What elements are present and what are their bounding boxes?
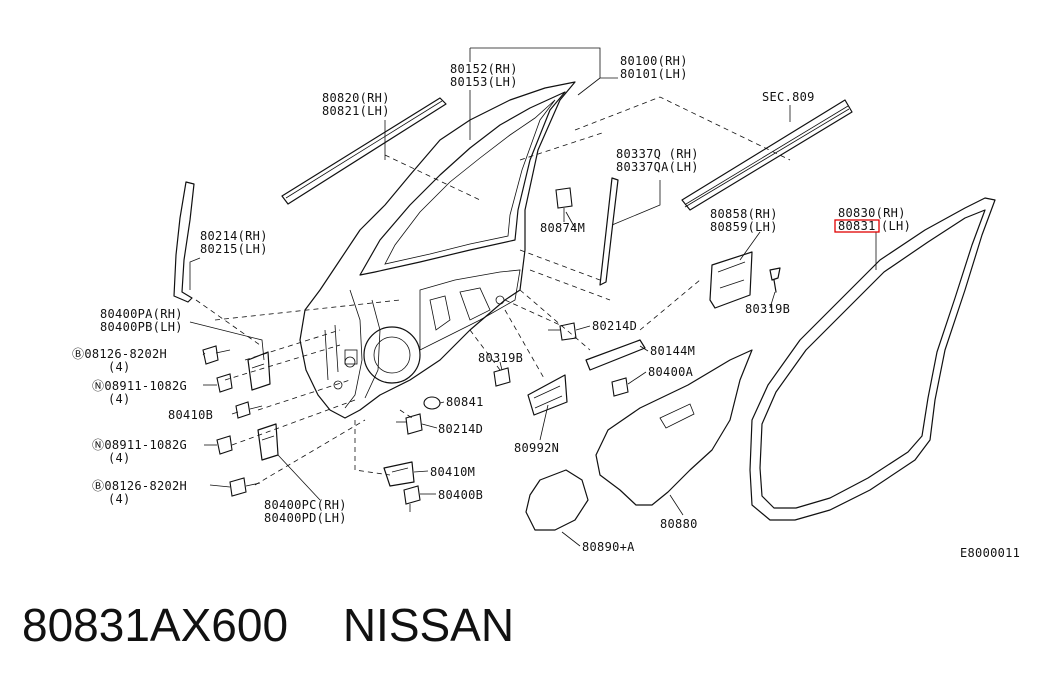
- label-80144m: 80144M: [650, 344, 695, 358]
- label-door-rh: 80100(RH): [620, 54, 688, 68]
- leader-lines: [189, 47, 877, 547]
- label-check-lh: 80859(LH): [710, 220, 778, 234]
- label-nut-1: Ⓝ08911-1082G: [92, 379, 187, 393]
- door-shell: [299, 81, 576, 419]
- label-nut-2: Ⓝ08911-1082G: [92, 438, 187, 452]
- label-molding-lh: 80821(LH): [322, 104, 390, 118]
- highlight-box: [834, 219, 880, 233]
- label-sash-lh: 80153(LH): [450, 75, 518, 89]
- label-sash-rh: 80152(RH): [450, 62, 518, 76]
- label-hinge-lower-rh: 80400PC(RH): [264, 498, 347, 512]
- label-80400b: 80400B: [438, 488, 483, 502]
- label-bolt-1-qty: (4): [108, 360, 131, 374]
- label-80319b-a: 80319B: [745, 302, 790, 316]
- label-hinge-upper-lh: 80400PB(LH): [100, 320, 183, 334]
- belt-weatherstrip: [681, 99, 853, 211]
- label-80410m: 80410M: [430, 465, 475, 479]
- label-door-lh: 80101(LH): [620, 67, 688, 81]
- label-corner-rh: 80214(RH): [200, 229, 268, 243]
- label-80214d-a: 80214D: [592, 319, 637, 333]
- label-80319b-b: 80319B: [478, 351, 523, 365]
- part-caption: 80831AX600 NISSAN: [22, 598, 1022, 662]
- label-80841: 80841: [446, 395, 484, 409]
- parts-diagram: 80100(RH) 80101(LH) 80152(RH) 80153(LH) …: [72, 47, 1020, 560]
- door-weatherstrip-seal: [749, 197, 996, 521]
- label-nut-2-qty: (4): [108, 451, 131, 465]
- diagram-code: E8000011: [960, 546, 1020, 560]
- label-80890a: 80890+A: [582, 540, 635, 554]
- upper-hinge: [247, 351, 271, 391]
- label-bolt-2: Ⓑ08126-8202H: [92, 479, 187, 493]
- label-bolt-2-qty: (4): [108, 492, 131, 506]
- label-tape-lh: 80337QA(LH): [616, 160, 699, 174]
- label-check-rh: 80858(RH): [710, 207, 778, 221]
- part-number: 80831AX600: [22, 599, 289, 651]
- brand-name: NISSAN: [342, 599, 515, 651]
- center-fasteners: [383, 187, 646, 512]
- door-glass: [595, 349, 753, 506]
- sealing-screen: [525, 469, 589, 531]
- label-80410b: 80410B: [168, 408, 213, 422]
- label-80992n: 80992N: [514, 441, 559, 455]
- label-tape-rh: 80337Q (RH): [616, 147, 699, 161]
- label-nut-1-qty: (4): [108, 392, 131, 406]
- part-labels: 80100(RH) 80101(LH) 80152(RH) 80153(LH) …: [72, 54, 1020, 560]
- label-hinge-upper-rh: 80400PA(RH): [100, 307, 183, 321]
- door-check: [709, 251, 781, 309]
- corner-piece: [173, 181, 195, 303]
- outer-molding: [281, 97, 447, 205]
- label-hinge-lower-lh: 80400PD(LH): [264, 511, 347, 525]
- label-80400a: 80400A: [648, 365, 694, 379]
- label-seal-rh: 80830(RH): [838, 206, 906, 220]
- sash-tape: [599, 177, 619, 286]
- label-seal-lh-side: (LH): [881, 219, 911, 233]
- label-seal-lh-number: 80831: [838, 219, 876, 233]
- label-sec809: SEC.809: [762, 90, 815, 104]
- assembly-lines: [195, 96, 791, 486]
- label-corner-lh: 80215(LH): [200, 242, 268, 256]
- label-80874m: 80874M: [540, 221, 585, 235]
- label-80880: 80880: [660, 517, 698, 531]
- label-molding-rh: 80820(RH): [322, 91, 390, 105]
- label-80214d-b: 80214D: [438, 422, 483, 436]
- label-bolt-1: Ⓑ08126-8202H: [72, 347, 167, 361]
